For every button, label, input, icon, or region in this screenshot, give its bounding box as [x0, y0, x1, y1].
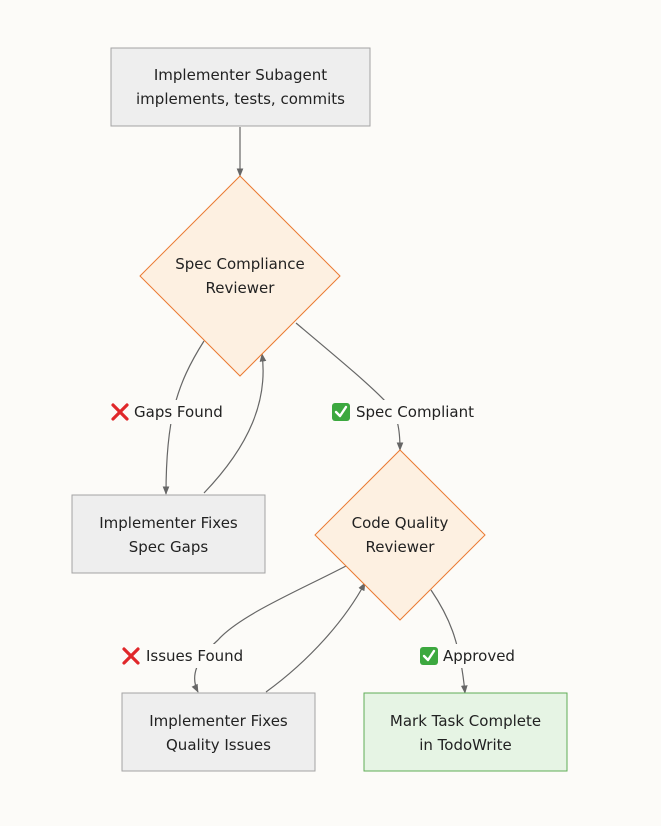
node-label-line1: Spec Compliance	[175, 255, 305, 273]
check-mark-icon	[420, 647, 438, 665]
node-label-line1: Implementer Subagent	[154, 66, 327, 84]
node-spec-compliance-reviewer: Spec Compliance Reviewer	[139, 175, 341, 377]
edge-label-issues-found: Issues Found	[119, 644, 243, 668]
edge-label-gaps-found: Gaps Found	[108, 400, 223, 424]
edge-label-approved: Approved	[417, 644, 515, 668]
edges	[162, 127, 468, 694]
node-label-line1: Implementer Fixes	[99, 514, 238, 532]
check-mark-icon	[332, 403, 350, 421]
node-label-line2: Spec Gaps	[129, 538, 209, 556]
process-box	[110, 47, 371, 127]
node-label-line2: Reviewer	[206, 279, 276, 297]
edge-fix-quality-to-quality-reviewer	[265, 582, 366, 693]
edge-label-text: Gaps Found	[134, 403, 223, 421]
node-label-line1: Implementer Fixes	[149, 712, 288, 730]
edge-label-spec-compliant: Spec Compliant	[329, 400, 474, 424]
node-label-line2: Reviewer	[366, 538, 436, 556]
decision-diamond	[314, 449, 486, 621]
edge-quality-reviewer-to-fix-quality	[191, 565, 347, 693]
edge-quality-reviewer-to-complete	[430, 589, 468, 694]
cross-mark-icon	[122, 647, 140, 665]
edge-label-text: Issues Found	[146, 647, 243, 665]
node-implementer-fixes-quality-issues: Implementer Fixes Quality Issues	[121, 692, 316, 772]
edge-spec-reviewer-to-quality-reviewer	[295, 322, 404, 451]
node-label-line1: Mark Task Complete	[390, 712, 541, 730]
edge-label-text: Approved	[443, 647, 515, 665]
node-label-line1: Code Quality	[352, 514, 449, 532]
node-code-quality-reviewer: Code Quality Reviewer	[314, 449, 486, 621]
node-label-line2: in TodoWrite	[419, 736, 512, 754]
node-label-line2: implements, tests, commits	[136, 90, 345, 108]
edge-fix-spec-to-spec-reviewer	[203, 353, 267, 494]
process-box	[363, 692, 568, 772]
node-mark-task-complete: Mark Task Complete in TodoWrite	[363, 692, 568, 772]
node-implementer-fixes-spec-gaps: Implementer Fixes Spec Gaps	[71, 494, 266, 574]
edge-label-text: Spec Compliant	[356, 403, 474, 421]
cross-mark-icon	[111, 403, 129, 421]
process-box	[121, 692, 316, 772]
process-box	[71, 494, 266, 574]
decision-diamond	[139, 175, 341, 377]
node-implementer-subagent: Implementer Subagent implements, tests, …	[110, 47, 371, 127]
node-label-line2: Quality Issues	[166, 736, 271, 754]
